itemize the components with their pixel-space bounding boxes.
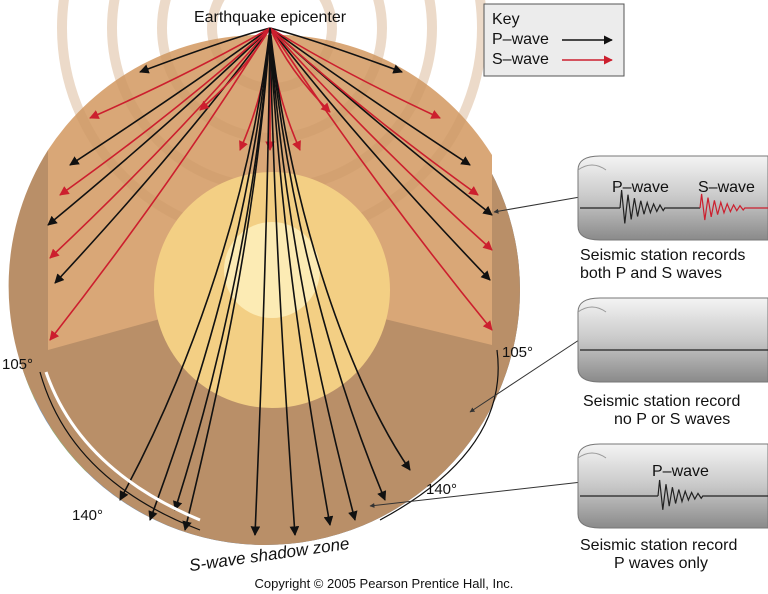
station-no-waves: Seismic station record no P or S waves	[577, 297, 768, 428]
s-wave-ray	[49, 27, 271, 259]
station-p-only: P–wave Seismic station record P waves on…	[577, 443, 768, 572]
station-caption-line2: no P or S waves	[614, 411, 730, 428]
p-wave-trace	[619, 189, 700, 224]
s-wave-ray	[269, 27, 331, 113]
wave-rays	[47, 27, 493, 536]
station-caption-line1: Seismic station records	[580, 247, 745, 264]
s-wave-ray	[59, 27, 271, 196]
key-box: Key P–wave S–wave	[483, 3, 625, 77]
p-wave-ray	[69, 27, 271, 166]
s-wave-ray	[269, 27, 493, 331]
station-drum	[577, 155, 768, 241]
copyright: Copyright © 2005 Pearson Prentice Hall, …	[255, 576, 514, 591]
station-caption-line1: Seismic station record	[580, 537, 737, 554]
angle-left-105: 105°	[2, 356, 33, 373]
s-wave-ray	[89, 27, 271, 119]
p-wave-trace	[657, 479, 768, 510]
s-wave-ray	[49, 27, 271, 341]
angle-left-140: 140°	[72, 507, 103, 524]
key-p-label: P–wave	[492, 31, 549, 48]
p-wave-core-ray	[269, 27, 387, 501]
p-wave-core-ray	[269, 27, 411, 471]
p-wave-core-ray	[148, 27, 271, 521]
p-wave-ray	[269, 27, 491, 281]
station-caption-line2: both P and S waves	[580, 265, 722, 282]
s-wave-trace	[699, 193, 768, 221]
shadow-zone-bracket	[39, 349, 499, 531]
s-wave-ray	[269, 27, 479, 196]
p-wave-core-ray	[173, 27, 271, 511]
station-s-label: S–wave	[698, 179, 755, 196]
p-wave-ray	[139, 27, 271, 74]
shadow-zone-arcs	[44, 371, 201, 522]
s-wave-ray	[269, 27, 493, 251]
globe	[8, 0, 520, 545]
station-leaders	[369, 196, 583, 508]
p-wave-core-ray	[269, 27, 358, 521]
p-wave-core-ray	[269, 27, 300, 536]
station-both-waves: P–wave S–wave Seismic station records bo…	[577, 155, 768, 282]
p-wave-ray	[54, 27, 271, 284]
station-drum	[577, 297, 768, 383]
key-s-label: S–wave	[492, 51, 549, 68]
station-caption-line1: Seismic station record	[583, 393, 740, 410]
p-wave-core-ray	[250, 27, 271, 536]
p-wave-ray	[269, 27, 471, 166]
station-p-label: P–wave	[612, 179, 669, 196]
station-caption-line2: P waves only	[614, 555, 708, 572]
key-heading: Key	[492, 11, 520, 28]
p-wave-core-ray	[119, 27, 271, 501]
epicenter-label: Earthquake epicenter	[194, 9, 347, 26]
s-wave-ray	[199, 27, 271, 111]
s-wave-ray	[269, 27, 441, 119]
p-wave-ray	[269, 27, 403, 74]
angle-right-140: 140°	[426, 481, 457, 498]
p-wave-ray	[47, 27, 271, 226]
station-p-label: P–wave	[652, 463, 709, 480]
p-wave-core-ray	[269, 27, 334, 526]
angle-right-105: 105°	[502, 344, 533, 361]
station-drum	[577, 443, 768, 529]
